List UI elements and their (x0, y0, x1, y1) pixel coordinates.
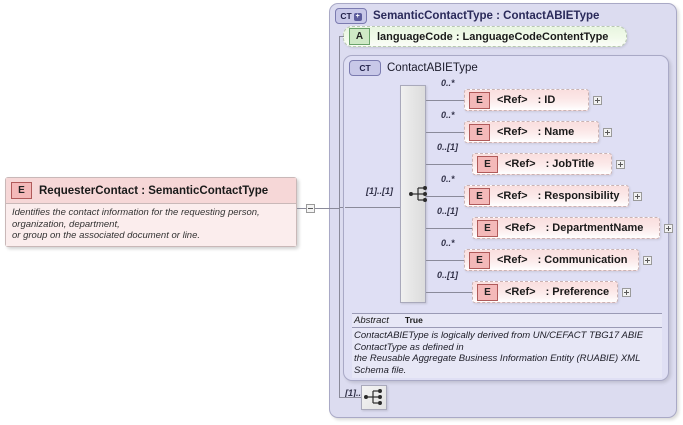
element-badge-icon: E (469, 251, 490, 269)
bottom-sequence-compositor-icon (364, 389, 382, 405)
connector-row-1 (426, 100, 464, 101)
abstract-value: True (404, 315, 423, 325)
outer-type-header: CT+ SemanticContactType : ContactABIETyp… (335, 8, 599, 24)
cardinality-bottom-sequence: [1]..[1] (345, 388, 372, 398)
element-ref-name: : ID (537, 94, 556, 106)
element-ref-token: <Ref> (505, 286, 536, 298)
ct-badge-text: CT (340, 11, 352, 21)
connector-panel-to-minus (297, 208, 306, 209)
element-ref-name: : Name (537, 126, 575, 138)
complex-type-expandable-icon[interactable]: CT+ (335, 8, 367, 24)
element-ref-row[interactable]: E <Ref> : JobTitle (472, 153, 612, 175)
minus-expander-icon[interactable] (306, 204, 315, 213)
element-badge-icon: E (477, 219, 498, 237)
element-badge-icon: E (469, 187, 490, 205)
requester-contact-element[interactable]: E RequesterContact : SemanticContactType… (5, 177, 297, 247)
element-ref-name: : Communication (537, 254, 628, 266)
plus-expander-icon[interactable] (622, 288, 631, 297)
requester-contact-documentation: Identifies the contact information for t… (6, 203, 296, 246)
cardinality-3: 0..[1] (437, 142, 459, 152)
plus-expander-icon[interactable] (616, 160, 625, 169)
element-ref-name: : Responsibility (537, 190, 620, 202)
element-ref-token: <Ref> (505, 158, 536, 170)
connector-row-5 (426, 228, 472, 229)
abstract-documentation-block: Abstract True ContactABIEType is logical… (352, 313, 662, 378)
element-ref-row[interactable]: E <Ref> : Responsibility (464, 185, 629, 207)
inner-type-documentation: ContactABIEType is logically derived fro… (354, 330, 644, 376)
element-ref-name: : DepartmentName (545, 222, 644, 234)
connector-row-2 (426, 132, 464, 133)
element-ref-row[interactable]: E <Ref> : ID (464, 89, 589, 111)
element-ref-name: : JobTitle (545, 158, 595, 170)
abstract-label: Abstract (354, 315, 389, 326)
element-ref-token: <Ref> (497, 190, 528, 202)
cardinality-left-to-sequence: [1]..[1] (366, 186, 393, 196)
element-ref-row[interactable]: E <Ref> : Preference (472, 281, 618, 303)
element-ref-row[interactable]: E <Ref> : DepartmentName (472, 217, 660, 239)
plus-expander-icon[interactable] (603, 128, 612, 137)
connector-bottom-h (339, 397, 361, 398)
connector-rail-v (339, 36, 340, 208)
connector-minus-to-container (315, 208, 340, 209)
abstract-row: Abstract True (352, 313, 662, 328)
attribute-badge-icon: A (349, 28, 370, 45)
cardinality-7: 0..[1] (437, 270, 459, 280)
connector-rail-h (339, 207, 345, 208)
element-ref-name: : Preference (545, 286, 610, 298)
connector-row-7 (426, 292, 472, 293)
element-badge-icon: E (477, 283, 498, 301)
element-badge-icon: E (469, 123, 490, 141)
connector-bottom-v (339, 207, 340, 398)
connector-attr-h (339, 36, 344, 37)
cardinality-5: 0..[1] (437, 206, 459, 216)
cardinality-6: 0..* (441, 238, 455, 248)
cardinality-4: 0..* (441, 174, 455, 184)
element-ref-row[interactable]: E <Ref> : Name (464, 121, 599, 143)
requester-contact-title: RequesterContact : SemanticContactType (39, 184, 269, 197)
element-badge-icon: E (477, 155, 498, 173)
connector-inner-h (345, 207, 400, 208)
element-badge-icon: E (469, 91, 490, 109)
element-ref-token: <Ref> (505, 222, 536, 234)
connector-row-6 (426, 260, 464, 261)
element-ref-token: <Ref> (497, 94, 528, 106)
element-ref-token: <Ref> (497, 126, 528, 138)
element-ref-row[interactable]: E <Ref> : Communication (464, 249, 639, 271)
inner-type-title: ContactABIEType (387, 62, 478, 74)
attribute-languagecode[interactable]: A languageCode : LanguageCodeContentType (343, 26, 627, 47)
connector-row-3 (426, 164, 472, 165)
element-ref-token: <Ref> (497, 254, 528, 266)
plus-expander-icon[interactable] (633, 192, 642, 201)
cardinality-1: 0..* (441, 78, 455, 88)
plus-icon[interactable]: + (353, 13, 362, 21)
outer-type-title: SemanticContactType : ContactABIEType (373, 10, 600, 22)
plus-expander-icon[interactable] (643, 256, 652, 265)
cardinality-2: 0..* (441, 110, 455, 120)
sequence-compositor-icon (409, 186, 427, 202)
connector-row-4 (426, 196, 464, 197)
complex-type-icon[interactable]: CT (349, 60, 381, 76)
element-badge-icon: E (11, 182, 32, 199)
attribute-title: languageCode : LanguageCodeContentType (377, 30, 609, 43)
requester-contact-header: E RequesterContact : SemanticContactType (6, 178, 296, 203)
plus-expander-icon[interactable] (664, 224, 673, 233)
inner-type-header: CT ContactABIEType (349, 60, 478, 76)
plus-expander-icon[interactable] (593, 96, 602, 105)
